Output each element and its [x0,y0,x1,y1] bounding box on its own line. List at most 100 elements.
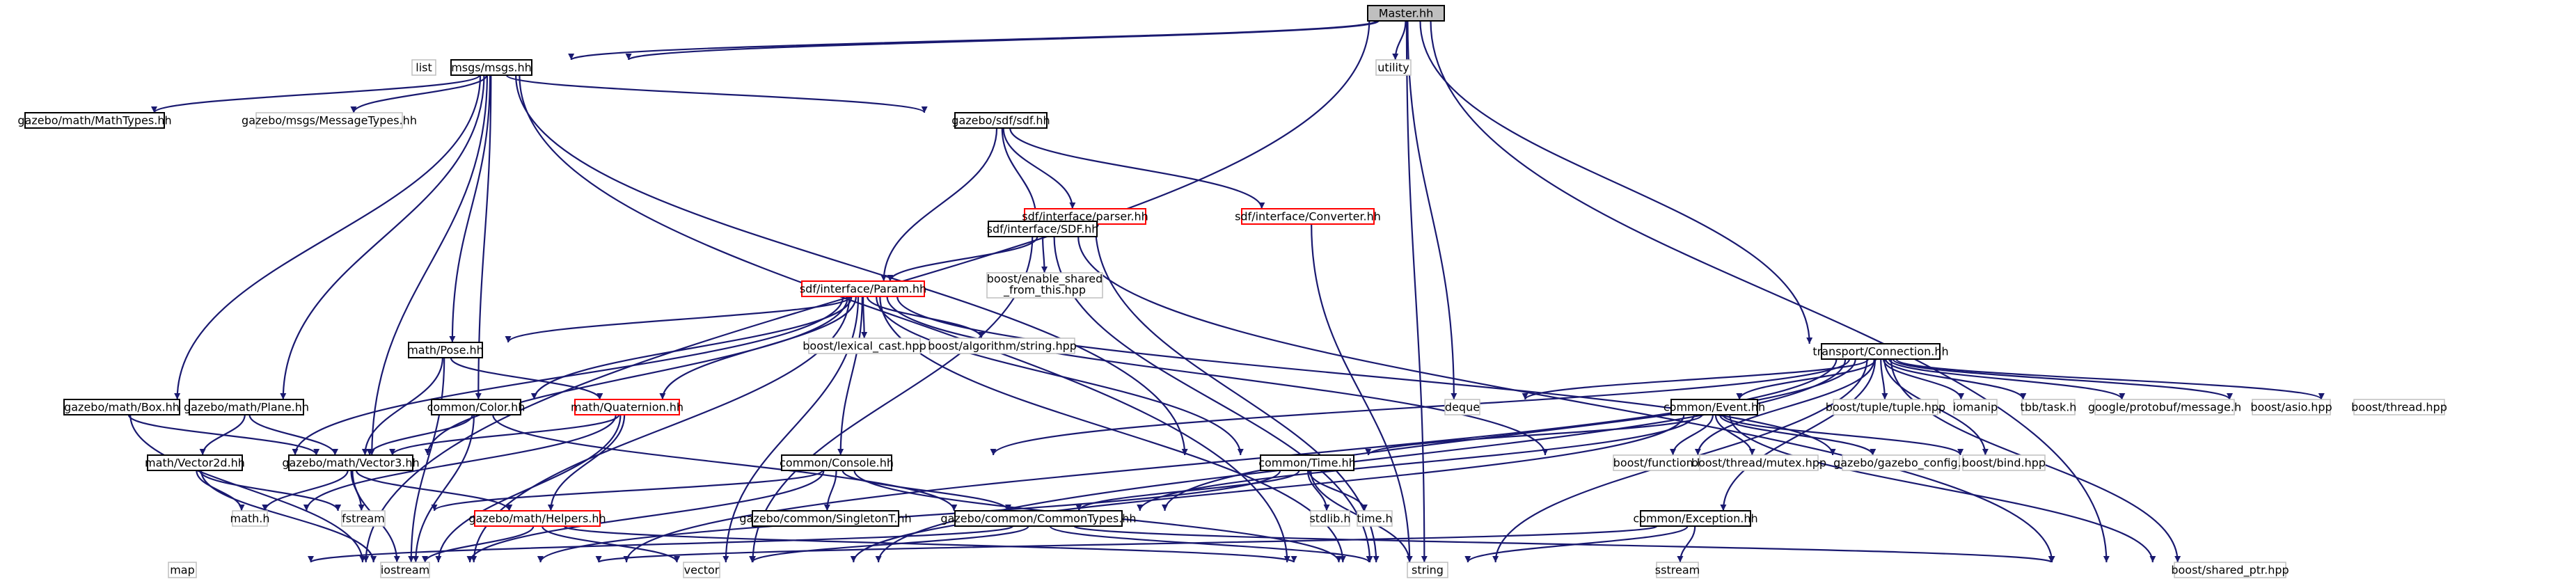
node-stdlib[interactable]: stdlib.h [1309,510,1351,527]
node-box [168,562,197,578]
node-tbb[interactable]: tbb/task.h [2021,399,2077,415]
node-vector[interactable]: vector [683,562,720,578]
node-console[interactable]: common/Console.hh [780,454,894,471]
node-box [1842,454,1960,471]
node-parser[interactable]: sdf/interface/parser.hh [1022,208,1148,225]
node-box[interactable]: gazebo/math/Box.hh [63,399,180,415]
node-label: sdf/interface/Param.hh [800,283,926,296]
edge-pose-to-iostream [408,357,445,563]
node-sharedptr[interactable]: boost/shared_ptr.hpp [2171,562,2289,578]
node-event[interactable]: common/Event.hh [1664,399,1765,415]
node-exception[interactable]: common/Exception.hh [1633,510,1758,527]
node-box [986,272,1103,299]
edge-param-to-boostfunction [886,296,1549,456]
node-box [63,399,180,415]
node-tuple[interactable]: boost/tuple/tuple.hpp [1826,399,1945,415]
node-string[interactable]: string [1407,562,1448,578]
edge-exception-to-sstream [1677,525,1696,563]
node-label: gazebo/common/SingletonT.hh [739,512,911,525]
node-label: gazebo/math/Plane.hh [184,401,309,414]
node-mathh[interactable]: math.h [230,510,270,527]
node-sstream[interactable]: sstream [1655,562,1700,578]
node-box [1444,399,1480,415]
dependency-edges [127,19,2325,564]
node-param[interactable]: sdf/interface/Param.hh [800,280,926,297]
node-timeh[interactable]: time.h [1357,510,1393,527]
node-color[interactable]: common/Color.hh [427,399,526,415]
node-box [147,454,243,471]
node-box [408,342,483,358]
node-box [1241,208,1375,225]
node-label: boost/asio.hpp [2250,401,2332,414]
node-connection[interactable]: transport/Connection.hh [1812,343,1949,360]
node-singleton[interactable]: gazebo/common/SingletonT.hh [739,510,912,527]
node-msgs[interactable]: msgs/msgs.hh [450,59,532,76]
node-master[interactable]: Master.hh [1367,5,1445,22]
node-box [808,338,921,354]
node-mathtypes[interactable]: gazebo/math/MathTypes.hh [17,112,172,129]
edge-color-to-iostream [412,414,475,563]
node-label: sdf/interface/Converter.hh [1235,210,1381,223]
node-msgtypes[interactable]: gazebo/msgs/MessageTypes.hh [242,112,417,129]
edge-master-to-connection [1419,20,1813,344]
node-label: boost/thread/mutex.hpp [1691,457,1826,470]
edge-master-to-string [1405,20,1428,563]
node-fstream[interactable]: fstream [341,510,386,527]
node-label: deque [1445,401,1480,414]
node-helpers[interactable]: gazebo/math/Helpers.hh [468,510,606,527]
edge-connection-to-deque [1522,358,1870,401]
node-box [232,510,268,527]
node-vec2d[interactable]: math/Vector2d.hh [145,454,245,471]
node-sdfhh[interactable]: gazebo/sdf/sdf.hh [951,112,1050,129]
node-pose[interactable]: math/Pose.hh [407,342,484,358]
node-algostring[interactable]: boost/algorithm/string.hpp [928,338,1077,354]
node-map[interactable]: map [168,562,197,578]
node-label: map [170,564,195,577]
edge-sdfSDF-to-param [887,236,1038,282]
node-gzconfig[interactable]: gazebo/gazebo_config.h [1833,454,1968,471]
edge-msgs-to-pose [449,74,491,343]
node-time[interactable]: common/Time.hh [1258,454,1356,471]
node-box [954,112,1048,129]
node-box [411,59,436,76]
node-enableshared[interactable]: boost/enable_shared_from_this.hpp [986,272,1103,299]
edge-sdfhh-to-sdfSDF [1001,127,1040,222]
node-deque[interactable]: deque [1444,399,1480,415]
edge-pose-to-vec3 [361,357,444,456]
node-list[interactable]: list [411,59,436,76]
node-label: boost/lexical_cast.hpp [803,340,926,354]
edge-event-to-gzconfig [1718,414,1876,456]
node-iostream[interactable]: iostream [380,562,430,578]
edge-console-to-iostream [466,470,825,563]
edge-color-to-commontypes [492,414,958,511]
edge-param-to-color [530,296,853,400]
edge-event-to-mutex [1714,414,1755,456]
node-boostthread[interactable]: boost/thread.hpp [2351,399,2447,415]
node-asio[interactable]: boost/asio.hpp [2250,399,2332,415]
edge-master-to-deque [1407,20,1457,400]
edge-event-to-commontypes [1137,414,1695,511]
node-box [2174,562,2286,578]
node-label: time.h [1357,512,1392,525]
edge-connection-to-protobuf [1888,358,2126,400]
node-commontypes[interactable]: gazebo/common/CommonTypes.hh [940,510,1137,527]
edge-msgs-to-string [519,74,1290,563]
node-box [1310,510,1350,527]
node-box [683,562,720,578]
edge-msgs-to-sdfhh [505,74,928,114]
node-protobuf[interactable]: google/protobuf/message.h [2088,399,2241,415]
node-quat[interactable]: math/Quaternion.hh [571,399,683,415]
node-box [1407,562,1448,578]
edge-msgs-to-vec3 [368,74,489,456]
node-utility[interactable]: utility [1375,59,1412,76]
node-plane[interactable]: gazebo/math/Plane.hh [184,399,309,415]
node-boostbind[interactable]: boost/bind.hpp [1962,454,2046,471]
edge-event-to-boostbind [1722,414,1963,456]
node-box [24,112,165,129]
node-vec3[interactable]: gazebo/math/Vector3.hh [282,454,420,471]
node-iomanip[interactable]: iomanip [1953,399,1998,415]
node-mutex[interactable]: boost/thread/mutex.hpp [1691,454,1826,471]
node-sdfSDF[interactable]: sdf/interface/SDF.hh [987,221,1099,237]
node-lexical[interactable]: boost/lexical_cast.hpp [803,338,926,354]
node-converter[interactable]: sdf/interface/Converter.hh [1235,208,1381,225]
